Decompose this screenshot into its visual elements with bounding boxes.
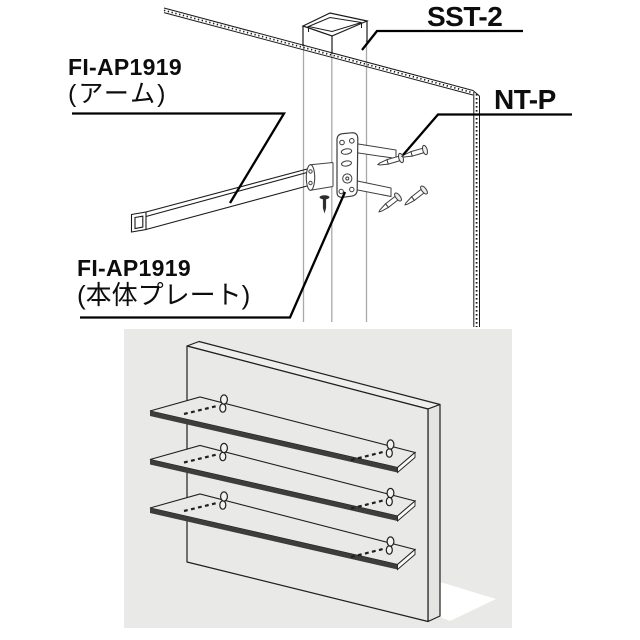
drop-screw-icon: [319, 195, 330, 214]
bracket-clip-icon: [219, 442, 395, 507]
arm-connector: [305, 162, 334, 191]
label-screw: NT-P: [494, 84, 556, 116]
leader-ntp: [402, 113, 572, 156]
screw-icon: [400, 144, 428, 158]
leader-lines: [72, 29, 572, 319]
label-plate: FI-AP1919 (本体プレート): [77, 256, 250, 310]
mount-plate: [336, 132, 359, 198]
wall-top-edge: [163, 7, 474, 96]
screws-ntp: [376, 144, 428, 213]
label-post: SST-2: [427, 1, 503, 33]
plate-flange-bars: [354, 142, 397, 198]
bracket-clip-icon: [219, 491, 395, 555]
arm-tube: [130, 167, 310, 233]
label-plate-name: (本体プレート): [77, 280, 251, 310]
label-arm-code: FI-AP1919: [68, 54, 182, 80]
shelf: [149, 442, 417, 522]
wall-right-edge: [472, 90, 480, 327]
label-post-code: SST-2: [427, 1, 503, 32]
leader-sst2: [361, 29, 523, 51]
post-top-tube: [301, 12, 369, 54]
bracket-clip-icon: [219, 394, 395, 458]
label-screw-code: NT-P: [494, 84, 556, 115]
application-inset: [124, 329, 512, 628]
screw-icon: [376, 152, 404, 166]
screw-icon: [378, 192, 402, 213]
shelves: [149, 394, 417, 571]
label-plate-code: FI-AP1919: [77, 255, 191, 281]
shelf: [149, 491, 417, 571]
label-arm: FI-AP1919 (アーム): [68, 55, 182, 109]
leader-arm: [72, 112, 287, 204]
leader-plate: [80, 191, 347, 319]
screw-icon: [404, 185, 428, 206]
label-arm-name: (アーム): [68, 80, 168, 108]
shelf: [149, 394, 417, 474]
